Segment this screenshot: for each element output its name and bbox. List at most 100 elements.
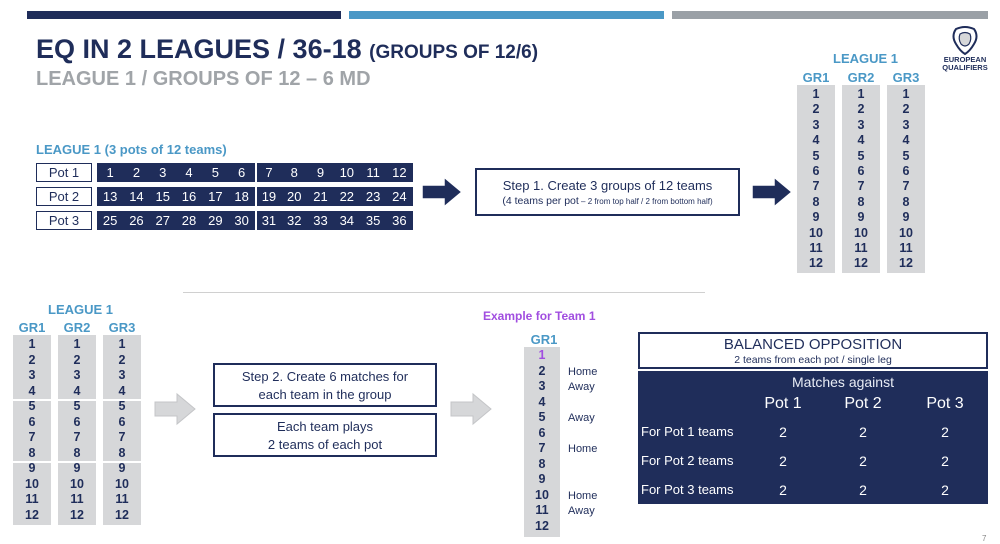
group-header: GR1 [18,320,46,335]
arrow-right-icon [751,175,794,209]
group-team-number: 5 [118,399,126,413]
pot-team-cell: 16 [181,189,197,204]
pot-team-cell: 33 [313,213,328,228]
group-team-number: 9 [812,210,820,225]
group-team-number: 12 [115,507,129,522]
page-title-suffix: (GROUPS OF 12/6) [369,42,539,63]
logo-line2: QUALIFIERS [942,63,988,72]
pot-team-cell: 28 [181,213,197,228]
group-team-number: 3 [902,117,910,132]
pot-team-cell: 6 [238,165,246,180]
group-team-number: 8 [857,194,865,209]
group-team-number: 6 [28,414,36,429]
balanced-title: BALANCED OPPOSITION [723,336,903,353]
group-team-number: 11 [115,492,129,506]
example-note: Home [568,365,598,378]
matrix-cell: 2 [779,482,787,498]
example-team-number: 2 [538,363,546,378]
example-note: Away [568,505,595,517]
pot-team-cell: 20 [286,189,302,204]
group-team-number: 7 [857,179,865,194]
pot-team-cell: 25 [102,213,118,228]
group-header: GR2 [63,320,91,335]
example-note: Home [568,443,598,455]
example-team-number: 12 [535,518,549,533]
step1-line1: Step 1. Create 3 groups of 12 teams [502,178,713,193]
group-team-number: 2 [812,102,820,117]
step3-box: Each team plays 2 teams of each pot [213,413,437,457]
group-team-number: 11 [899,240,913,255]
group-team-number: 4 [118,383,126,398]
group-header: GR3 [892,70,920,85]
group-team-number: 8 [902,194,910,209]
pot-team-cell: 17 [208,189,223,204]
pot-team-cell: 8 [290,165,298,180]
group-team-number: 5 [73,399,81,413]
group-team-number: 1 [73,337,81,351]
pot-team-cell: 27 [155,213,170,228]
example-note: Away [568,381,595,393]
group-team-number: 2 [28,352,36,367]
top-bar-blue [349,11,664,19]
league-label-top: LEAGUE 1 [833,51,899,66]
group-team-number: 1 [857,87,865,101]
matrix-cell: 2 [779,453,787,469]
group-team-number: 9 [902,210,910,225]
group-team-number: 6 [118,414,126,429]
example-label: Example for Team 1 [483,309,596,323]
group-team-number: 6 [902,163,910,178]
pots-label: LEAGUE 1 (3 pots of 12 teams) [36,142,227,157]
matrix-column-header: Pot 1 [764,395,802,412]
pot-team-cell: 36 [392,213,407,228]
example-team-number: 7 [538,441,546,455]
pot-team-cell: 14 [129,189,144,204]
group-separator [103,461,141,463]
example-team-number: 3 [538,379,546,393]
group-team-number: 9 [28,461,36,475]
european-qualifiers-logo: EUROPEAN QUALIFIERS [937,26,993,76]
pot-team-cell: 4 [185,165,193,180]
arrow-right-grey-icon [154,392,196,426]
top-bar-grey [672,11,988,19]
group-team-number: 1 [118,337,126,351]
example-team-number: 10 [535,487,549,502]
example-note: Away [568,412,595,424]
example-team-number: 6 [538,425,546,440]
pot-team-cell: 15 [155,189,170,204]
step2-line1: Step 2. Create 6 matches for [241,369,409,384]
group-team-number: 7 [902,179,910,194]
pot-team-cell: 19 [254,187,281,206]
group-team-number: 9 [73,461,81,475]
balanced-subtitle: 2 teams from each pot / single leg [734,354,892,366]
group-team-number: 11 [25,492,39,506]
matrix-cell: 2 [941,424,949,440]
pot-team-cell: 7 [254,163,281,182]
group-team-number: 3 [73,368,81,382]
group-team-number: 8 [73,445,81,460]
page-title-main: EQ IN 2 LEAGUES / 36-18 [36,34,362,64]
example-group-header: GR1 [530,332,558,347]
group-separator [103,399,141,401]
group-team-number: 4 [812,133,820,148]
example-team-number: 1 [538,348,546,362]
group-team-number: 10 [25,476,39,491]
group-team-number: 7 [73,430,81,444]
group-team-number: 8 [812,194,820,209]
group-team-number: 11 [809,240,823,255]
balanced-opposition-box: BALANCED OPPOSITION 2 teams from each po… [638,332,988,369]
pot-team-cell: 23 [365,189,381,204]
example-team-number: 5 [538,410,546,424]
pot-team-cell: 5 [211,165,219,180]
group-header: GR2 [847,70,875,85]
group-team-number: 2 [118,352,126,367]
matrix-cell: 2 [859,453,867,469]
